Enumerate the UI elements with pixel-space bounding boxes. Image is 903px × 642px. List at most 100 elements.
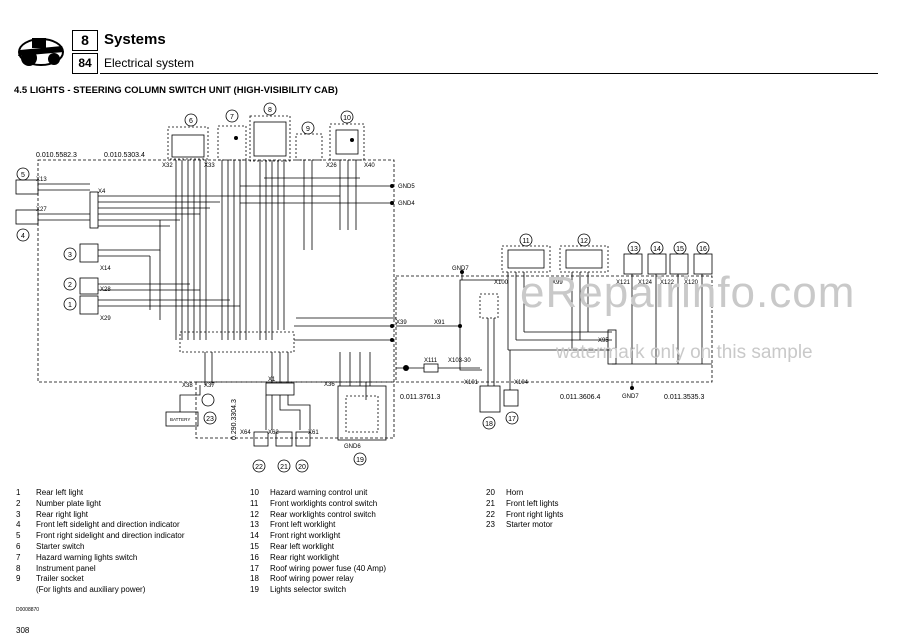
svg-text:GND4: GND4 [398, 201, 415, 207]
legend-item-number: 16 [250, 552, 259, 562]
svg-text:GND7: GND7 [622, 394, 639, 400]
svg-text:2: 2 [68, 282, 72, 289]
legend-item-number: 8 [16, 563, 21, 573]
legend-item-number: 11 [250, 498, 259, 508]
watermark-main: eRepairinfo.com [520, 268, 856, 317]
svg-text:X26: X26 [326, 163, 337, 169]
page-number: 308 [16, 626, 30, 635]
legend-item-number: 3 [16, 509, 21, 519]
legend-item-number: 15 [250, 541, 259, 551]
legend-item: 20 Horn [486, 488, 563, 499]
legend-item-number: 22 [486, 509, 495, 519]
svg-text:GND7: GND7 [452, 266, 469, 272]
legend-item-text: Front left worklight [270, 520, 336, 530]
legend-item-number: 14 [250, 531, 259, 541]
svg-text:X121: X121 [616, 280, 631, 286]
svg-text:X61: X61 [308, 430, 319, 436]
svg-text:1: 1 [68, 302, 72, 309]
legend-item-text: Front left lights [506, 498, 559, 508]
legend-item-number: 18 [250, 574, 259, 584]
legend-item-number: 1 [16, 488, 21, 497]
legend-item-text: Rear right light [36, 509, 89, 519]
legend-item-number: 20 [486, 488, 495, 497]
tractor-logo [18, 38, 64, 66]
svg-text:X104: X104 [514, 380, 529, 386]
svg-text:5: 5 [21, 172, 25, 179]
svg-text:6: 6 [189, 118, 193, 125]
svg-text:13: 13 [630, 246, 638, 253]
svg-text:X32: X32 [162, 163, 173, 169]
legend-item: 3 Rear right light [16, 510, 185, 521]
svg-text:X33: X33 [204, 163, 215, 169]
legend-item: 1 Rear left light [16, 488, 185, 499]
legend-item: 21 Front left lights [486, 499, 563, 510]
svg-text:22: 22 [255, 464, 263, 471]
svg-text:0.010.5582.3: 0.010.5582.3 [36, 152, 77, 159]
legend-item-text: Front left sidelight and direction indic… [36, 520, 180, 530]
legend-item: 5 Front right sidelight and direction ind… [16, 531, 185, 542]
svg-text:X64: X64 [240, 430, 251, 436]
svg-text:X122: X122 [660, 280, 675, 286]
legend-item-number: 5 [16, 531, 21, 541]
svg-text:17: 17 [508, 416, 516, 423]
legend-item-text: Front worklights control switch [270, 498, 378, 508]
svg-text:0.011.3535.3: 0.011.3535.3 [664, 394, 704, 401]
svg-text:23: 23 [206, 416, 214, 423]
legend-item: (For lights and auxiliary power) [16, 585, 185, 596]
svg-text:12: 12 [580, 238, 588, 245]
legend-item: 8 Instrument panel [16, 564, 185, 575]
legend-item: 12 Rear worklights control switch [250, 510, 386, 521]
legend-item-number: 6 [16, 541, 21, 551]
figure-code: D0008870 [16, 607, 40, 613]
svg-text:X29: X29 [100, 316, 111, 322]
svg-text:X103-30: X103-30 [448, 358, 471, 364]
legend-item-number [16, 585, 36, 596]
svg-text:4: 4 [21, 233, 25, 240]
legend-item-text: Front right sidelight and direction indi… [36, 531, 185, 541]
svg-text:8: 8 [268, 107, 272, 114]
legend-item-text: Horn [506, 488, 524, 497]
legend-item: 16 Rear right worklight [250, 553, 386, 564]
svg-text:GND5: GND5 [398, 184, 415, 190]
legend-item-number: 9 [16, 574, 21, 584]
svg-text:X100: X100 [494, 280, 509, 286]
legend-item-number: 12 [250, 509, 259, 519]
svg-text:19: 19 [356, 457, 364, 464]
legend-item-text: Rear worklights control switch [270, 509, 376, 519]
svg-text:X4: X4 [98, 189, 106, 195]
svg-text:X111: X111 [424, 358, 438, 364]
svg-text:0.011.3761.3: 0.011.3761.3 [400, 394, 440, 401]
legend-item-text: Roof wiring power relay [270, 574, 354, 584]
svg-text:X37: X37 [204, 383, 215, 389]
legend-item-text: Rear right worklight [270, 552, 339, 562]
svg-text:X99: X99 [552, 280, 563, 286]
svg-text:X95: X95 [598, 338, 609, 344]
wiring-diagram: 0.010.5582.3 0.010.5303.4 0.011.3761.3 0… [15, 102, 713, 473]
svg-text:15: 15 [676, 246, 684, 253]
legend-item-text: Rear left light [36, 488, 84, 497]
svg-text:X13: X13 [36, 177, 47, 183]
legend-item-number: 21 [486, 498, 495, 508]
legend-item-number: 23 [486, 520, 495, 530]
svg-text:21: 21 [280, 464, 288, 471]
legend-item-number: 10 [250, 488, 259, 497]
svg-text:3: 3 [68, 252, 72, 259]
svg-text:14: 14 [653, 246, 661, 253]
legend-item-text: Instrument panel [36, 563, 96, 573]
legend-item-text: Roof wiring power fuse (40 Amp) [270, 563, 387, 573]
svg-text:11: 11 [522, 238, 529, 245]
svg-text:9: 9 [306, 126, 310, 133]
legend-item-number: 17 [250, 563, 259, 573]
svg-text:X28: X28 [100, 287, 111, 293]
chapter-number-box: 8 [72, 30, 98, 51]
svg-text:0.011.3606.4: 0.011.3606.4 [560, 394, 600, 401]
legend-item-text: Front right worklight [270, 531, 341, 541]
